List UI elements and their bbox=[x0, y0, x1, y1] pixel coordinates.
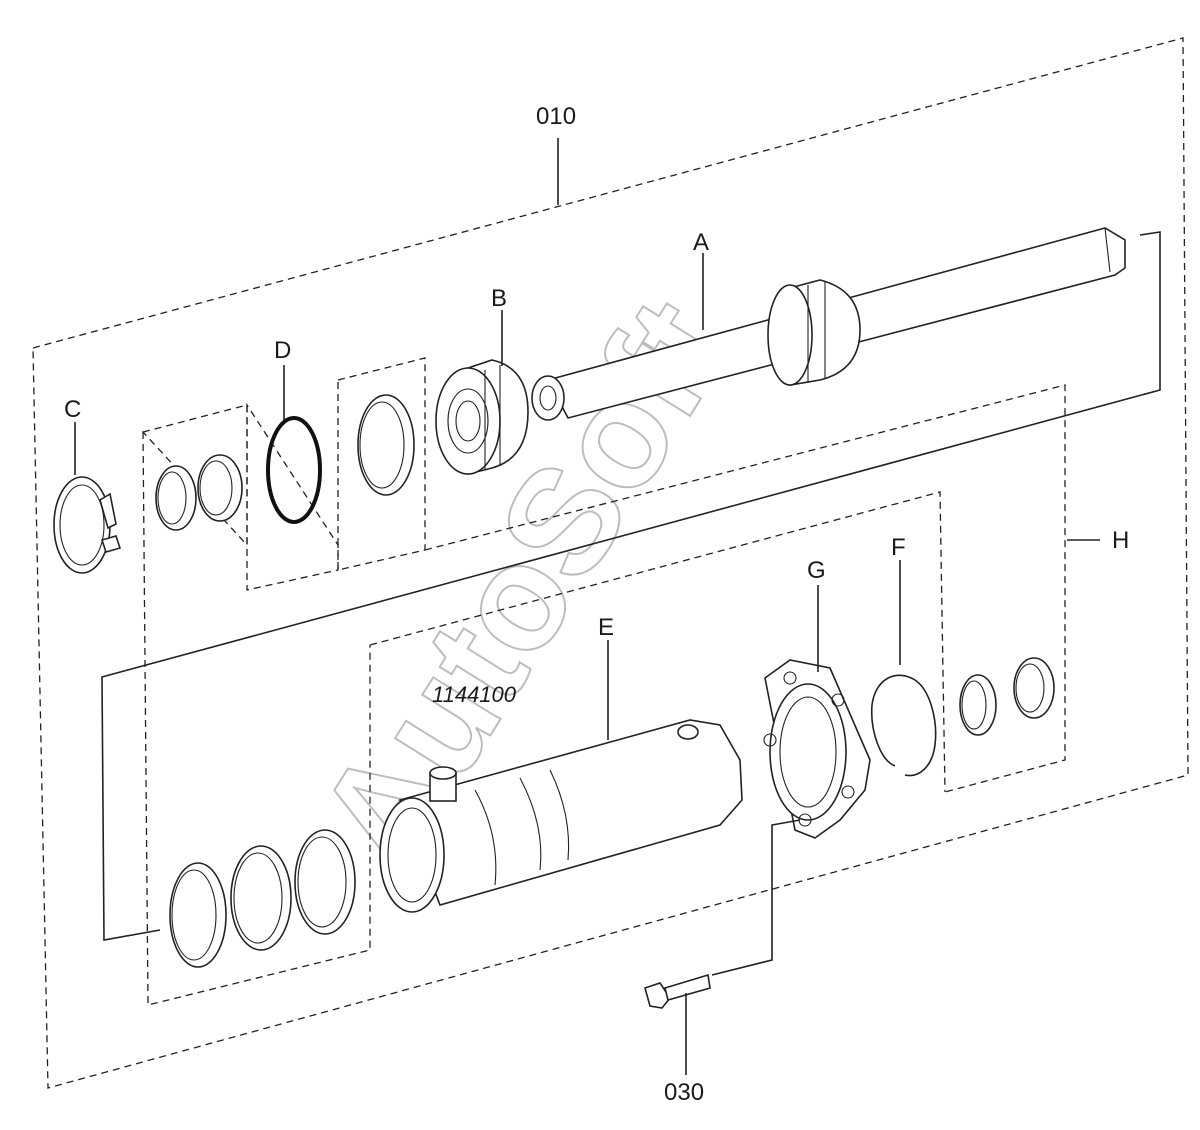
label-030: 030 bbox=[664, 1079, 704, 1106]
small-ring-upper-1 bbox=[155, 465, 197, 531]
group-seal-kit bbox=[424, 384, 1066, 793]
part-f-snap-ring bbox=[870, 674, 937, 777]
group-tube-box bbox=[369, 491, 946, 793]
label-h: H bbox=[1112, 527, 1129, 554]
large-ring-lower-1 bbox=[169, 862, 227, 968]
leader-030 bbox=[711, 819, 801, 976]
part-g-flange bbox=[763, 659, 871, 839]
part-b-piston bbox=[435, 359, 529, 476]
label-f: F bbox=[891, 534, 906, 561]
small-ring-upper-2 bbox=[197, 454, 243, 522]
group-oring-box bbox=[246, 402, 339, 591]
part-d-oring bbox=[266, 416, 322, 524]
part-030-bolt bbox=[644, 973, 711, 1009]
label-c: C bbox=[64, 396, 81, 423]
small-ring-right-1 bbox=[959, 674, 997, 736]
label-e: E bbox=[598, 614, 614, 641]
group-lower-left-rings bbox=[142, 431, 371, 1006]
bracket-h bbox=[101, 231, 1161, 941]
label-b: B bbox=[491, 285, 507, 312]
assembly-boundary-010 bbox=[32, 37, 1189, 1089]
label-g: G bbox=[807, 557, 826, 584]
label-d: D bbox=[274, 337, 291, 364]
part-e-cylinder-tube bbox=[379, 719, 743, 913]
ring-upper-3 bbox=[357, 394, 415, 496]
drawing-number: 1144100 bbox=[432, 682, 517, 707]
part-a-piston-rod bbox=[531, 227, 1126, 421]
label-010: 010 bbox=[536, 103, 576, 130]
part-c-retaining-ring bbox=[53, 476, 122, 574]
small-ring-right-2 bbox=[1013, 657, 1055, 719]
label-a: A bbox=[693, 229, 709, 256]
large-ring-lower-3 bbox=[294, 829, 356, 935]
large-ring-lower-2 bbox=[230, 845, 292, 951]
